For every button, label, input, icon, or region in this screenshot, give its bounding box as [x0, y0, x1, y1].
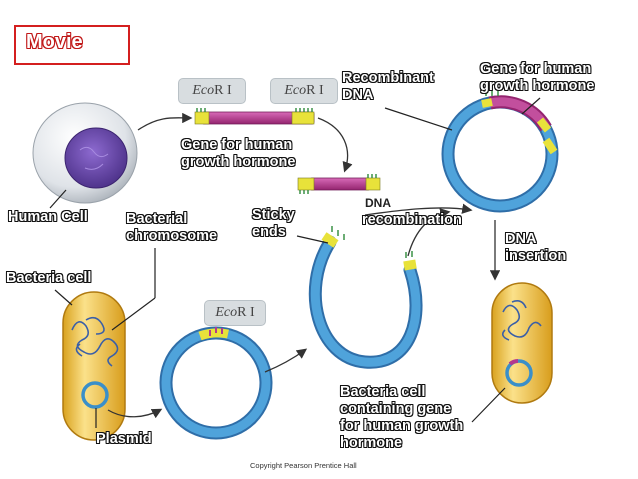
label-sticky-ends: Sticky ends [252, 207, 295, 241]
label-gene-middle: Gene for human growth hormone [181, 137, 295, 171]
label-line: growth hormone [480, 78, 595, 94]
label-plasmid: Plasmid [96, 431, 152, 447]
label-bacteria-cell: Bacteria cell [6, 270, 92, 286]
bacteria-cell-result [491, 282, 553, 404]
ecori-label-right: EcoR I [270, 78, 338, 104]
recombinant-plasmid-small [505, 359, 533, 387]
leader-lines [49, 97, 541, 428]
arrow-to-recombination [364, 203, 473, 216]
recombinant-plasmid [441, 90, 559, 213]
arrow-gene-to-cut [317, 117, 353, 173]
label-line: insertion [505, 248, 567, 264]
arrow-bacteria-to-plasmid [107, 408, 163, 419]
label-line: hormone [340, 435, 403, 451]
label-dna-small: DNA [365, 196, 391, 210]
movie-button[interactable]: Movie [14, 25, 130, 65]
ecori-prefix: Eco [215, 305, 238, 320]
ecori-prefix: Eco [284, 83, 307, 98]
arrow-open-to-recombination [407, 208, 451, 257]
flow-arrows [107, 112, 501, 419]
label-line: Bacterial [126, 211, 188, 227]
label-human-cell: Human Cell [8, 209, 88, 225]
label-line: for human growth [340, 418, 464, 434]
label-line: Bacteria cell [340, 384, 426, 400]
label-line: Sticky [252, 207, 295, 223]
label-dna-insertion: DNA insertion [505, 231, 566, 265]
ecori-label-left: EcoR I [178, 78, 246, 104]
nucleus [64, 127, 128, 189]
label-line: Gene for human [480, 61, 592, 77]
plasmid-open [308, 226, 423, 369]
ecori-suffix: R I [306, 83, 324, 98]
dna-fragment-top [194, 108, 315, 125]
label-line: DNA [505, 231, 537, 247]
plasmid-intact [159, 326, 273, 440]
dna-fragment-cut [297, 174, 381, 194]
label-line: Gene for human [181, 137, 293, 153]
ecori-prefix: Eco [192, 83, 215, 98]
human-cell [32, 102, 138, 204]
ecori-suffix: R I [237, 305, 255, 320]
bacteria-cell [62, 291, 126, 441]
label-recombinant-dna: Recombinant DNA [342, 70, 434, 104]
label-gene-top-right: Gene for human growth hormone [480, 61, 594, 95]
label-line: containing gene [340, 401, 452, 417]
copyright-notice: Copyright Pearson Prentice Hall [250, 461, 357, 470]
label-line: ends [252, 224, 286, 240]
label-line: DNA [342, 87, 374, 103]
label-recombination: recombination [362, 212, 462, 228]
arrow-cell-to-gene [137, 112, 193, 131]
label-line: Recombinant [342, 70, 434, 86]
label-bacterial-chromosome: Bacterial chromosome [126, 211, 217, 245]
label-bacteria-containing-gene: Bacteria cell containing gene for human … [340, 384, 463, 452]
arrow-plasmid-to-open [264, 348, 308, 373]
bacterial-chromosome [71, 316, 119, 367]
plasmid-small [81, 381, 109, 409]
label-line: chromosome [126, 228, 218, 244]
label-line: growth hormone [181, 154, 296, 170]
ecori-suffix: R I [214, 83, 232, 98]
ecori-label-plasmid: EcoR I [204, 300, 266, 326]
